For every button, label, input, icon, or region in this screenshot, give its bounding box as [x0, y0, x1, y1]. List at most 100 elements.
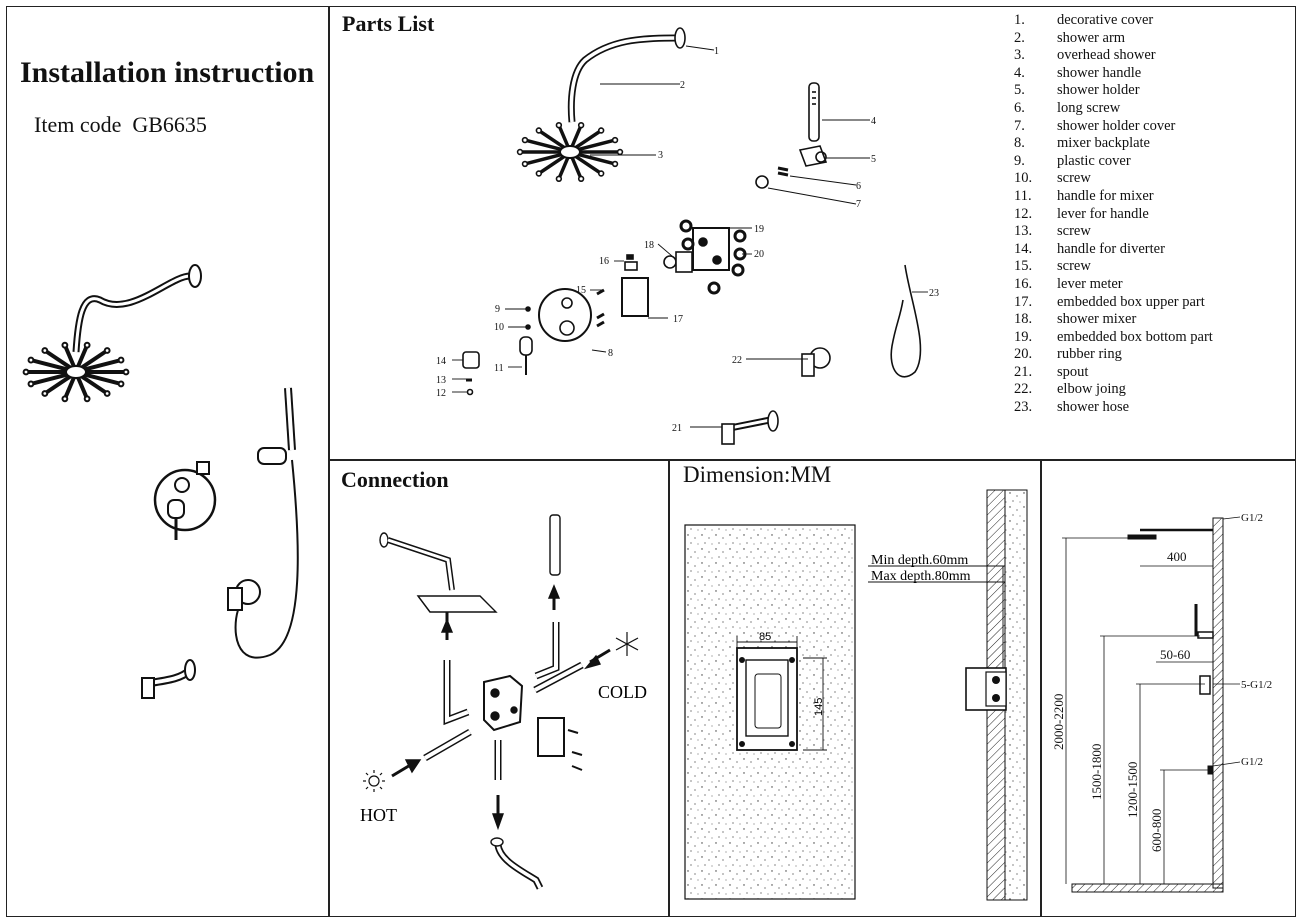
part-name: shower arm: [1057, 29, 1126, 46]
part-number: 8.: [1014, 135, 1025, 152]
shower-nozzle: [576, 152, 616, 166]
parts-list-title: Parts List: [342, 11, 435, 36]
callout-15: 15: [576, 285, 586, 296]
parts-list-item: 3.overhead shower: [1014, 47, 1213, 65]
nozzle-tip: [41, 390, 49, 397]
connection-title: Connection: [341, 467, 449, 492]
nozzle-tip: [597, 127, 605, 134]
part-number: 23.: [1014, 399, 1033, 416]
part-number: 22.: [1014, 381, 1033, 398]
arm-length-label: 400: [1167, 549, 1187, 564]
parts-list-item: 2. shower arm: [1014, 30, 1213, 48]
intro-panel: [6, 6, 330, 917]
part-number: 5.: [1014, 82, 1025, 99]
part-number: 14.: [1014, 240, 1033, 257]
callout-19: 19: [754, 224, 764, 235]
shower-nozzle: [79, 374, 109, 396]
shower-nozzle: [570, 156, 583, 180]
nozzle-tip: [103, 390, 111, 397]
callout-13: 13: [436, 375, 446, 386]
parts-list-item: 23.shower hose: [1014, 399, 1213, 417]
shower-nozzle: [576, 138, 616, 152]
part-name: shower mixer: [1057, 311, 1137, 328]
cold-snowflake-icon: [615, 632, 639, 656]
shower-nozzle: [63, 376, 77, 400]
max-depth: Max depth.80mm: [871, 569, 971, 584]
mixer-connection-label: 5-G1/2: [1241, 679, 1272, 691]
part-number: 15.: [1014, 258, 1033, 275]
part-name: shower holder cover: [1057, 117, 1176, 134]
callout-21: 21: [672, 423, 682, 434]
parts-list-item: 14.handle for diverter: [1014, 241, 1213, 259]
nozzle-tip: [83, 395, 91, 403]
min-depth: Min depth.60mm: [871, 553, 968, 568]
nozzle-tip: [611, 160, 619, 168]
parts-list-item: 8.mixer backplate: [1014, 135, 1213, 153]
dim-width: 85: [759, 631, 771, 643]
parts-list-item: 15. screw: [1014, 258, 1213, 276]
spout-height-label: 600-800: [1149, 809, 1164, 852]
part-name: handle for mixer: [1057, 187, 1154, 204]
shower-nozzle: [557, 156, 570, 180]
part-name: screw: [1057, 258, 1091, 275]
callout-6: 6: [856, 181, 861, 192]
parts-list-item: 5.shower holder: [1014, 82, 1213, 100]
item-code-value: GB6635: [132, 112, 207, 137]
nozzle-tip: [103, 347, 111, 354]
part-number: 2.: [1014, 29, 1025, 46]
parts-list-item: 16. lever meter: [1014, 276, 1213, 294]
item-code: Item code GB6635: [34, 112, 207, 138]
nozzle-tip: [555, 175, 563, 183]
shower-nozzle: [537, 129, 566, 150]
wall-front-view: [684, 524, 856, 900]
part-number: 16.: [1014, 275, 1033, 292]
parts-list-item: 21.spout: [1014, 364, 1213, 382]
shower-nozzle: [524, 138, 564, 152]
nozzle-tip: [117, 356, 125, 364]
parts-list-item: 18.shower mixer: [1014, 311, 1213, 329]
overhead-shower-icon: [22, 341, 130, 403]
shower-nozzle: [574, 129, 603, 150]
nozzle-tip: [555, 121, 563, 129]
parts-list-item: 19.embedded box bottom part: [1014, 329, 1213, 347]
top-connection-label: G1/2: [1241, 512, 1263, 524]
shower-nozzle: [75, 344, 89, 368]
parts-list-item: 6.long screw: [1014, 100, 1213, 118]
lower-connection-label: G1/2: [1241, 756, 1263, 768]
mixer-height-label: 1200-1500: [1125, 762, 1140, 818]
cold-label: COLD: [598, 682, 647, 702]
part-name: screw: [1057, 223, 1091, 240]
callout-7: 7: [856, 199, 861, 210]
parts-list-item: 1.decorative cover: [1014, 12, 1213, 30]
shower-nozzle: [82, 358, 122, 372]
parts-list-item: 22.elbow joing: [1014, 381, 1213, 399]
connection-panel: [328, 459, 670, 917]
nozzle-tip: [61, 395, 69, 403]
shower-nozzle: [30, 358, 70, 372]
part-number: 20.: [1014, 346, 1033, 363]
nozzle-tip: [521, 136, 529, 144]
part-number: 19.: [1014, 328, 1033, 345]
callout-12: 12: [436, 388, 446, 399]
part-name: screw: [1057, 170, 1091, 187]
shower-nozzle: [75, 376, 89, 400]
part-number: 12.: [1014, 205, 1033, 222]
nozzle-tip: [535, 170, 543, 177]
nozzle-tip: [41, 347, 49, 354]
part-name: decorative cover: [1057, 12, 1154, 28]
heights-panel: [1040, 459, 1296, 917]
part-name: lever meter: [1057, 275, 1123, 292]
hot-sun-icon: [363, 770, 385, 792]
callout-5: 5: [871, 154, 876, 165]
head-height-label: 2000-2200: [1051, 694, 1066, 750]
callout-23: 23: [929, 288, 939, 299]
callout-4: 4: [871, 116, 876, 127]
shower-nozzle: [82, 372, 122, 386]
dimension-title: Dimension:MM: [683, 462, 832, 487]
parts-list-item: 17.embedded box upper part: [1014, 294, 1213, 312]
main-title: Installation instruction: [20, 56, 315, 89]
part-number: 13.: [1014, 223, 1033, 240]
callout-9: 9: [495, 304, 500, 315]
nozzle-tip: [521, 160, 529, 168]
